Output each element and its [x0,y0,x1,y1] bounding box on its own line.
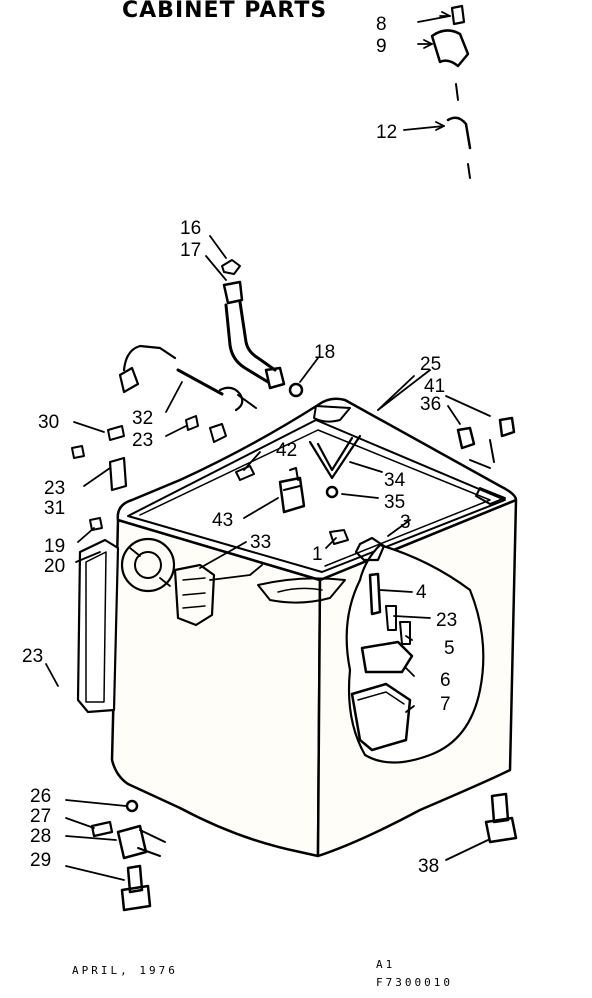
callout-34: 34 [384,470,406,491]
callout-41: 41 [424,376,445,397]
callout-36: 36 [420,394,441,415]
part-6 [360,640,414,674]
part-8 [450,4,466,26]
callout-35: 35 [384,492,405,513]
callout-18: 18 [314,342,335,363]
callout-7: 7 [440,694,451,715]
callout-19: 19 [44,536,65,557]
diagram-title: CABINET PARTS [122,0,328,23]
callout-1: 1 [312,544,323,565]
control-panel-area [120,537,263,627]
callout-28: 28 [30,826,51,847]
part-36 [456,426,476,450]
callout-17: 17 [180,240,201,261]
callout-29: 29 [30,850,51,871]
callout-20: 20 [44,556,65,577]
part-43 [278,467,306,514]
callout-12: 12 [376,122,397,143]
part-30 [107,425,125,441]
callout-6: 6 [440,670,451,691]
callout-4: 4 [416,582,427,603]
part-7 [350,682,412,752]
callout-23a: 23 [132,430,153,451]
callout-5: 5 [444,638,455,659]
callout-30: 30 [38,412,59,433]
inlet-hose [118,344,257,412]
part-34 [308,434,362,480]
callout-labels: 8 9 12 16 17 18 25 41 36 30 32 23 42 34 … [22,14,457,877]
callout-16: 16 [180,218,201,239]
leveling-leg [484,792,518,844]
part-9 [430,29,470,68]
callout-43: 43 [212,510,233,531]
fill-hose [221,259,286,390]
footer-code-line1: A1 [376,958,396,971]
callout-33: 33 [250,532,271,553]
part-4 [368,572,382,616]
callout-25: 25 [420,354,441,375]
front-foot [90,799,166,912]
callout-9: 9 [376,36,387,57]
part-3 [354,536,386,562]
callout-42: 42 [276,440,297,461]
callout-27: 27 [30,806,51,827]
callout-31: 31 [44,498,65,519]
callout-8: 8 [376,14,387,35]
side-panel [76,538,120,714]
callout-23d: 23 [22,646,43,667]
part-31 [108,456,128,492]
part-41 [498,416,516,438]
leader-lines [45,11,491,881]
callout-32: 32 [132,408,153,429]
callout-23c: 23 [436,610,457,631]
callout-38: 38 [418,856,439,877]
ring-18 [288,382,304,398]
bracket [209,423,227,443]
callout-23b: 23 [44,478,65,499]
callout-3: 3 [400,512,411,533]
footer-date: APRIL, 1976 [72,964,178,977]
part-12 [446,116,472,150]
callout-26: 26 [30,786,51,807]
footer-code-line2: F7300010 [376,976,453,989]
